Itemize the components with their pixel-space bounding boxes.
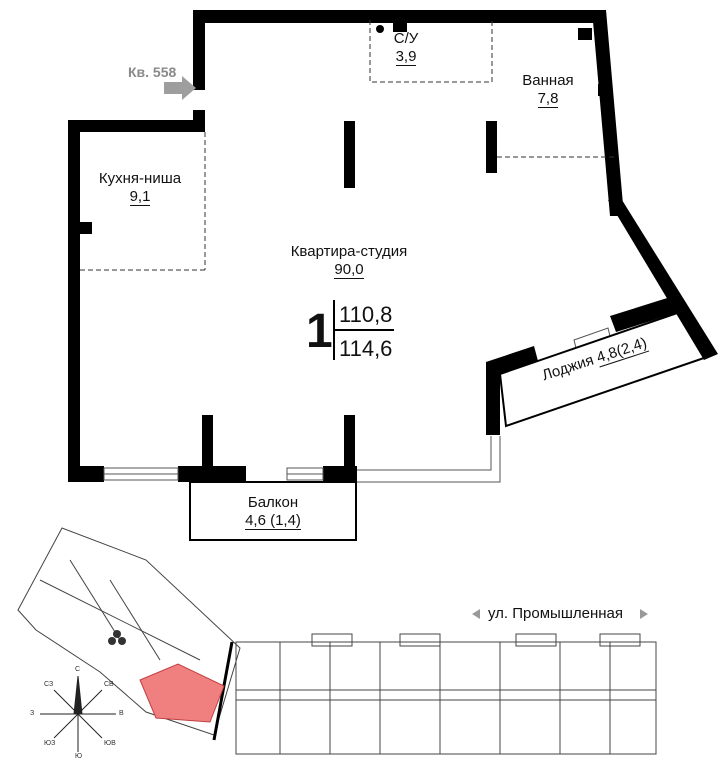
room-bathroom-area: 7,8 bbox=[537, 90, 559, 108]
balcony-outline bbox=[189, 481, 357, 541]
zone-lines bbox=[80, 20, 614, 271]
compass-northeast: СВ bbox=[104, 681, 114, 688]
room-bathroom-name: Ванная bbox=[522, 72, 574, 89]
street-arrow-left-icon bbox=[472, 609, 480, 619]
site-plan-thick bbox=[212, 641, 234, 741]
compass-south: Ю bbox=[75, 753, 83, 760]
room-wc-area: 3,9 bbox=[395, 48, 417, 66]
compass-icon bbox=[40, 675, 116, 752]
room-studio-area: 90,0 bbox=[334, 261, 364, 279]
room-bathroom-label: Ванная 7,8 bbox=[508, 72, 588, 108]
room-studio-name: Квартира-студия bbox=[290, 243, 408, 260]
compass-southwest: ЮЗ bbox=[44, 740, 56, 747]
room-balcony-label: Балкон 4,6 (1,4) bbox=[213, 494, 333, 530]
current-apartment-highlight bbox=[139, 663, 225, 723]
room-wc-label: С/У 3,9 bbox=[381, 30, 431, 66]
compass-west: З bbox=[30, 710, 35, 717]
compass-north: С bbox=[75, 666, 81, 673]
compass-southeast: ЮВ bbox=[104, 740, 116, 747]
room-studio-label: Квартира-студия 90,0 bbox=[274, 243, 424, 279]
inner-walls bbox=[80, 20, 686, 475]
entrance-arrow-icon bbox=[164, 76, 196, 100]
street-arrow-right-icon bbox=[640, 609, 648, 619]
room-balcony-name: Балкон bbox=[247, 494, 299, 511]
area-box-lines bbox=[333, 300, 394, 360]
drain-icon bbox=[376, 25, 384, 33]
room-wc-name: С/У bbox=[393, 30, 419, 47]
rooms-count: 1 bbox=[306, 305, 333, 358]
total-area: 110,8 bbox=[339, 302, 393, 327]
room-kitchen-label: Кухня-ниша 9,1 bbox=[85, 170, 195, 206]
compass-east: В bbox=[119, 710, 124, 717]
street-label: ул. Промышленная bbox=[488, 605, 623, 622]
room-kitchen-name: Кухня-ниша bbox=[98, 170, 182, 187]
windows bbox=[103, 327, 611, 483]
neighbor-apartment-label: Кв. 558 bbox=[128, 64, 177, 80]
total-area-with-balconies: 114,6 bbox=[339, 336, 393, 361]
compass-northwest: СЗ bbox=[44, 681, 54, 688]
room-kitchen-area: 9,1 bbox=[129, 188, 151, 206]
room-balcony-area: 4,6 (1,4) bbox=[245, 512, 301, 530]
loggia-outline bbox=[498, 308, 706, 428]
